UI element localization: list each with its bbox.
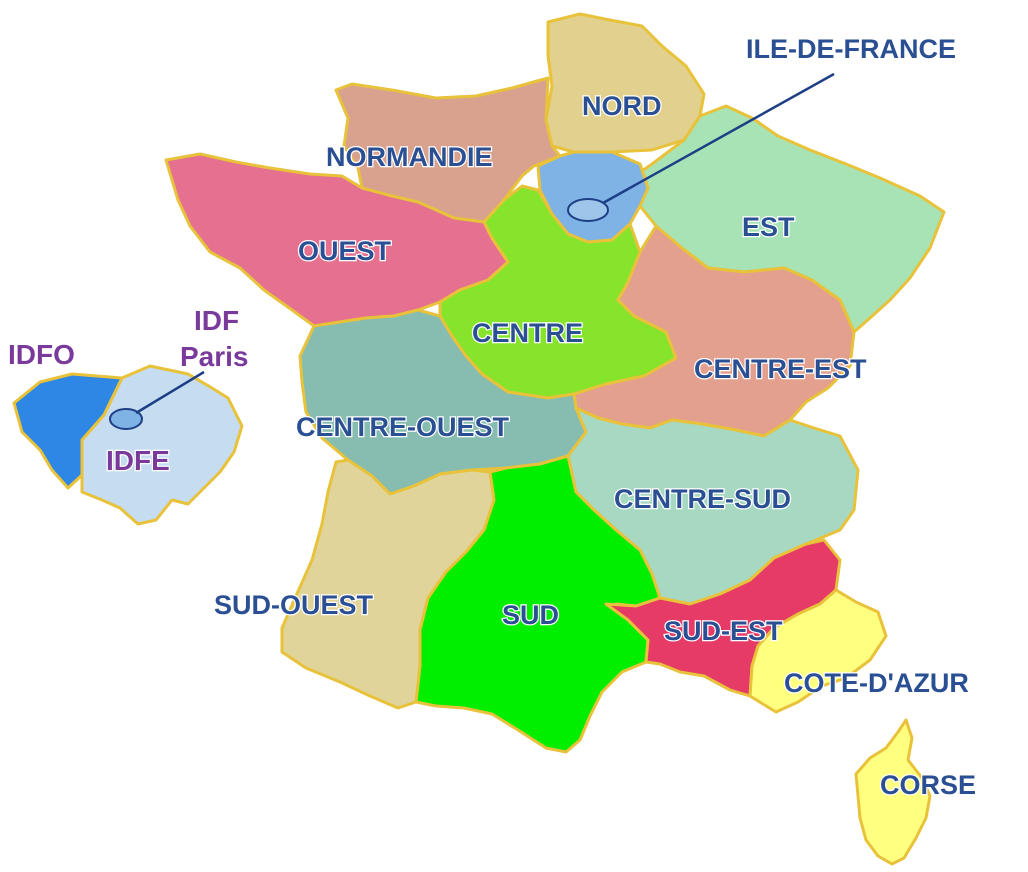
label-nord: NORD xyxy=(582,91,662,121)
idf-paris-leader xyxy=(135,370,205,415)
label-normandie: NORMANDIE xyxy=(326,142,493,172)
region-idfe[interactable] xyxy=(80,364,244,526)
label-sud-ouest: SUD-OUEST xyxy=(214,590,374,620)
label-idfo: IDFO xyxy=(8,339,75,370)
label-centre-sud: CENTRE-SUD xyxy=(614,484,791,514)
region-sud[interactable] xyxy=(414,454,662,754)
label-ile-de-france: ILE-DE-FRANCE xyxy=(746,34,956,64)
label-sud: SUD xyxy=(502,600,559,630)
region-corse[interactable] xyxy=(854,718,932,866)
label-cote-d-azur: COTE-D'AZUR xyxy=(784,668,969,698)
label-corse: CORSE xyxy=(880,770,976,800)
label-idf-paris-line1: IDF xyxy=(194,305,239,336)
label-centre: CENTRE xyxy=(472,318,583,348)
label-idfe: IDFE xyxy=(106,445,170,476)
label-centre-est: CENTRE-EST xyxy=(694,354,867,384)
ile-de-france-leader xyxy=(602,72,835,205)
idf-paris-marker xyxy=(109,408,143,430)
region-labels: ILE-DE-FRANCE NORD NORMANDIE EST OUEST C… xyxy=(213,33,978,802)
region-nord[interactable] xyxy=(544,12,706,154)
ile-de-france-callout xyxy=(567,72,835,222)
label-ouest: OUEST xyxy=(298,236,392,266)
idf-inset xyxy=(12,364,244,526)
region-normandie[interactable] xyxy=(334,76,562,224)
region-cote-d-azur[interactable] xyxy=(748,588,888,714)
label-sud-est: SUD-EST xyxy=(664,616,783,646)
label-centre-ouest: CENTRE-OUEST xyxy=(296,412,510,442)
paris-marker xyxy=(567,198,609,222)
mainland-regions xyxy=(164,12,946,866)
region-est[interactable] xyxy=(624,104,946,334)
label-est: EST xyxy=(742,212,795,242)
label-idf-paris-line2: Paris xyxy=(180,341,249,372)
idf-inset-labels: IDF Paris IDFO IDFE xyxy=(7,304,250,478)
